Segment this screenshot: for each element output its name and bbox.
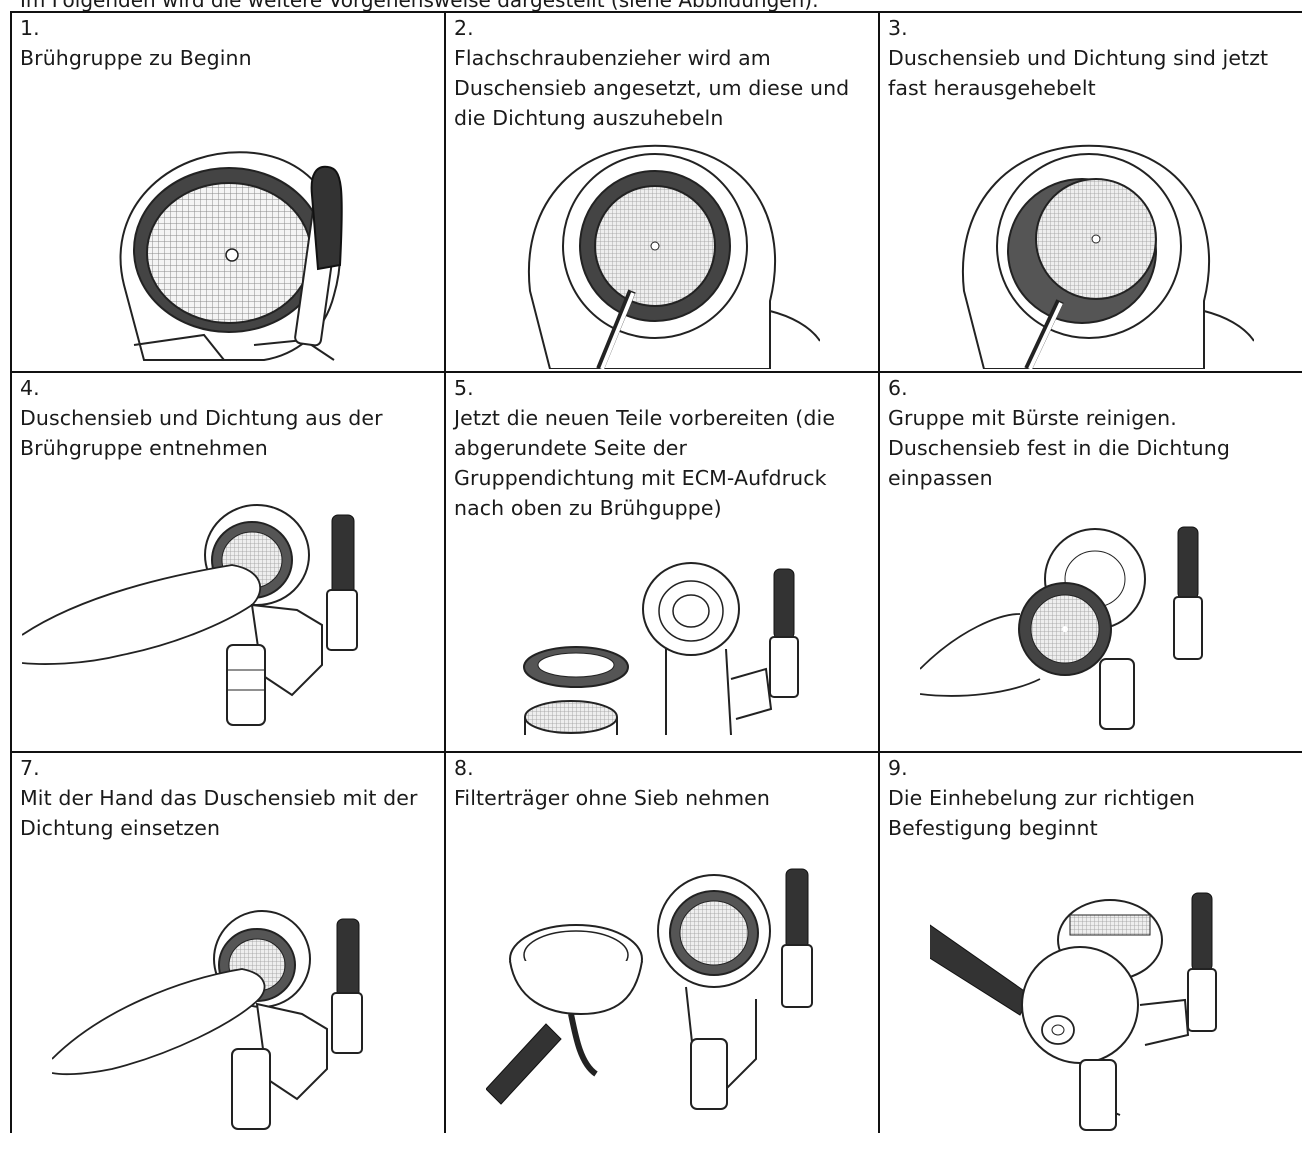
- step-1-illustration: [104, 145, 374, 369]
- step-number: 7.: [20, 753, 438, 783]
- step-number: 3.: [888, 13, 1297, 43]
- step-text: Jetzt die neuen Teile vorbereiten (die a…: [454, 406, 835, 520]
- step-3-illustration: [954, 141, 1254, 369]
- step-number: 4.: [20, 373, 438, 403]
- step-text: Flachschraubenzieher wird am Duschensieb…: [454, 46, 849, 130]
- steps-table: 1. Brühgruppe zu Beginn 2.Flachschraubenz…: [10, 11, 1302, 1133]
- step-cell-3: 3.Duschensieb und Dichtung sind jetzt fa…: [879, 12, 1302, 372]
- step-9-illustration: [930, 885, 1250, 1133]
- step-number: 1.: [20, 13, 438, 43]
- step-text: Duschensieb und Dichtung aus der Brühgru…: [20, 406, 383, 460]
- step-4-illustration: [22, 495, 382, 735]
- step-cell-2: 2.Flachschraubenzieher wird am Duschensi…: [445, 12, 879, 372]
- step-text: Mit der Hand das Duschensieb mit der Dic…: [20, 786, 418, 840]
- step-5-illustration: [516, 559, 816, 735]
- step-text: Die Einhebelung zur richtigen Befestigun…: [888, 786, 1195, 840]
- step-number: 5.: [454, 373, 872, 403]
- step-cell-4: 4.Duschensieb und Dichtung aus der Brühg…: [11, 372, 445, 752]
- step-number: 2.: [454, 13, 872, 43]
- step-cell-9: 9.Die Einhebelung zur richtigen Befestig…: [879, 752, 1302, 1133]
- step-text: Filterträger ohne Sieb nehmen: [454, 786, 770, 810]
- step-number: 9.: [888, 753, 1297, 783]
- step-number: 6.: [888, 373, 1297, 403]
- step-8-illustration: [486, 849, 816, 1129]
- step-text: Brühgruppe zu Beginn: [20, 46, 252, 70]
- step-text: Gruppe mit Bürste reinigen. Duschensieb …: [888, 406, 1230, 490]
- step-cell-6: 6.Gruppe mit Bürste reinigen. Duschensie…: [879, 372, 1302, 752]
- step-cell-7: 7.Mit der Hand das Duschensieb mit der D…: [11, 752, 445, 1133]
- step-number: 8.: [454, 753, 872, 783]
- step-cell-1: 1. Brühgruppe zu Beginn: [11, 12, 445, 372]
- step-7-illustration: [52, 889, 372, 1133]
- step-6-illustration: [920, 519, 1220, 735]
- step-cell-8: 8. Filterträger ohne Sieb nehmen: [445, 752, 879, 1133]
- step-text: Duschensieb und Dichtung sind jetzt fast…: [888, 46, 1268, 100]
- step-cell-5: 5.Jetzt die neuen Teile vorbereiten (die…: [445, 372, 879, 752]
- step-2-illustration: [520, 141, 820, 369]
